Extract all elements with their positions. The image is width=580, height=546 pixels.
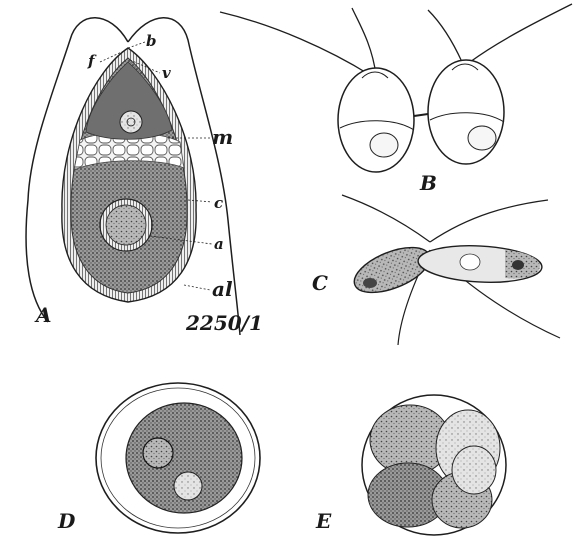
- panel-e: E: [315, 395, 506, 535]
- panel-a-label: A: [34, 303, 52, 327]
- annotation-c: c: [214, 194, 223, 212]
- panel-d: D: [57, 383, 260, 533]
- annotation-m: m: [212, 125, 233, 149]
- panel-c-cell-left: [348, 238, 436, 301]
- panel-b-cell-right: [428, 60, 504, 164]
- panel-e-label: E: [315, 509, 332, 533]
- panel-d-label: D: [57, 509, 76, 533]
- panel-c-label: C: [312, 271, 328, 295]
- panel-a: f b v m c a al A 2250/1: [26, 18, 263, 335]
- panel-c: C: [312, 195, 560, 345]
- panel-b: B: [220, 4, 572, 195]
- panel-a-nucleus: [106, 205, 146, 245]
- panel-b-label: B: [419, 171, 437, 195]
- panel-a-upper-nucleus: [120, 111, 142, 133]
- annotation-v: v: [162, 64, 171, 82]
- annotation-a: a: [214, 235, 224, 253]
- panel-d-nucleus: [143, 438, 173, 468]
- annotation-b: b: [146, 32, 157, 50]
- panel-d-vacuole: [174, 472, 202, 500]
- panel-b-cell-left: [338, 68, 414, 172]
- magnification-label: 2250/1: [185, 311, 263, 335]
- annotation-f: f: [87, 52, 97, 70]
- annotation-al: al: [212, 277, 233, 301]
